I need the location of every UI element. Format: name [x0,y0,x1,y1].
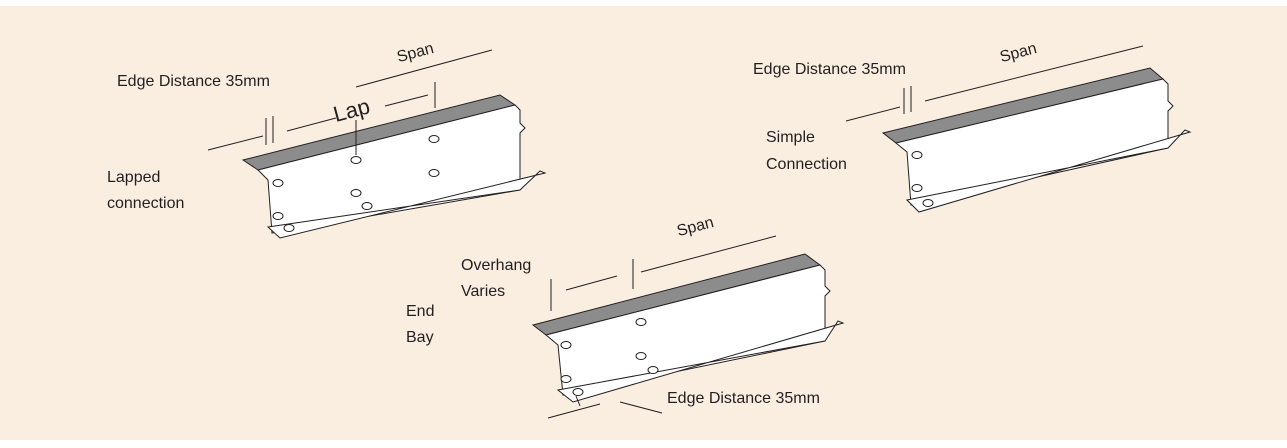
overhang-label-line1: Overhang [461,257,532,274]
lapped-purlin-bottom-lip [266,170,547,239]
hole [647,366,659,374]
lapped-dimension-lines [207,49,493,155]
hole [350,189,362,197]
simple-dimension-lines [845,45,1144,122]
hole [428,169,440,177]
overhang-label-line2: Varies [461,283,506,300]
end-bay-purlin-holes [560,318,659,396]
hole [560,375,572,383]
end-bay-label-line2: Bay [406,329,434,346]
hole [572,388,584,396]
lapped-connection-label-line2: connection [107,195,185,212]
lapped-connection-label-line1: Lapped [107,169,161,186]
hole [635,352,647,360]
hole [272,179,284,187]
simple-purlin [845,45,1192,213]
lapped-purlin-holes [272,135,440,232]
end-bay-dimension-lines [547,235,777,419]
hole [911,151,923,159]
hole [283,224,295,232]
end-bay-purlin-web [544,264,831,396]
simple-purlin-web [894,78,1174,206]
hole [428,135,440,143]
simple-connection-label-line2: Connection [766,156,847,173]
hole [361,202,373,210]
hole [272,212,284,220]
end-bay-purlin [531,235,845,419]
hole [911,184,923,192]
simple-connection-label-line1: Simple [766,129,815,146]
hole [350,156,362,164]
hole [922,199,934,207]
lapped-purlin-web [257,104,526,234]
end-bay-edge-distance-label: Edge Distance 35mm [667,390,820,407]
lapped-purlin [207,49,547,239]
end-bay-purlin-bottom-lip [556,320,845,403]
simple-purlin-holes [911,151,934,207]
hole [560,341,572,349]
end-bay-label-line1: End [406,303,435,320]
hole [635,318,647,326]
lapped-edge-distance-label: Edge Distance 35mm [117,73,270,90]
simple-edge-distance-label: Edge Distance 35mm [753,61,906,78]
simple-purlin-bottom-lip [905,129,1192,213]
